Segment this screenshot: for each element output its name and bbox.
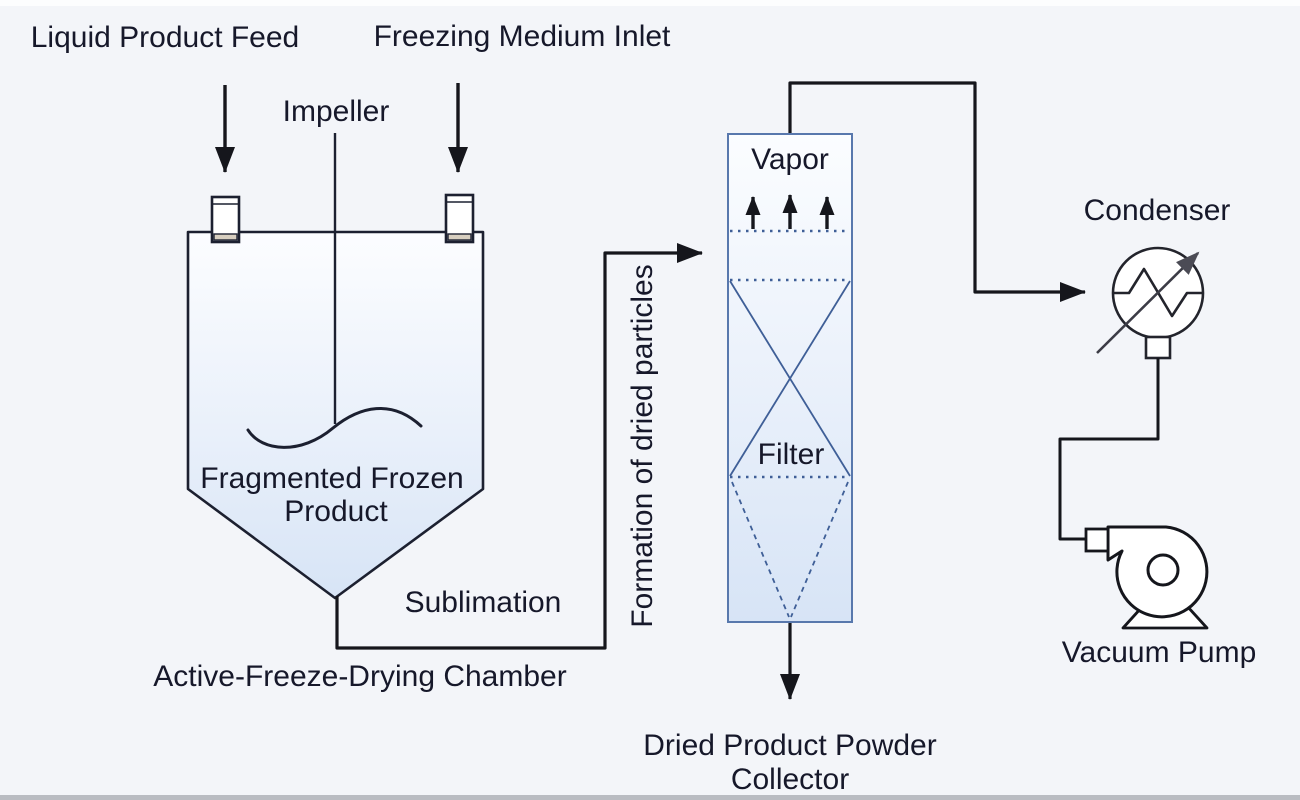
condenser-diagonal-arrow: [1096, 251, 1200, 354]
condenser-to-pump-pipe: [1058, 358, 1160, 541]
condenser-outlet-stub: [1144, 335, 1172, 360]
label-liquid-product-feed: Liquid Product Feed: [31, 21, 300, 54]
label-vapor: Vapor: [751, 143, 829, 176]
label-filter: Filter: [758, 438, 825, 471]
label-fragmented-frozen-line1: Fragmented Frozen: [200, 462, 463, 495]
label-fragmented-frozen-line2: Product: [284, 495, 388, 528]
pump-inlet-flange: [1084, 527, 1110, 553]
label-chamber: Active-Freeze-Drying Chamber: [153, 660, 566, 693]
freezing-medium-nozzle: [444, 193, 475, 244]
filter-column: [727, 133, 853, 623]
impeller-blade: [246, 406, 423, 449]
label-collector-line1: Dried Product Powder: [643, 729, 936, 762]
vapor-pipe-to-condenser: [788, 81, 1086, 302]
pump-eye-circle: [1146, 553, 1180, 587]
sublimation-pipe: [335, 243, 703, 650]
vacuum-pump-symbol: [1084, 525, 1209, 630]
label-impeller: Impeller: [283, 95, 390, 128]
label-formation-of-dried-particles: Formation of dried particles: [626, 264, 659, 628]
page-top-strip: [0, 0, 1300, 6]
filter-cross-line-2: [729, 280, 851, 477]
liquid-feed-nozzle: [210, 195, 241, 244]
label-sublimation: Sublimation: [405, 586, 562, 619]
page-bottom-strip: [0, 795, 1300, 800]
freeze-drying-chamber: [186, 133, 485, 600]
label-vacuum-pump: Vacuum Pump: [1062, 636, 1257, 669]
label-condenser: Condenser: [1084, 194, 1231, 227]
label-collector-line2: Collector: [731, 763, 849, 796]
label-freezing-medium-inlet: Freezing Medium Inlet: [374, 20, 671, 53]
condenser-symbol: [1096, 246, 1205, 360]
